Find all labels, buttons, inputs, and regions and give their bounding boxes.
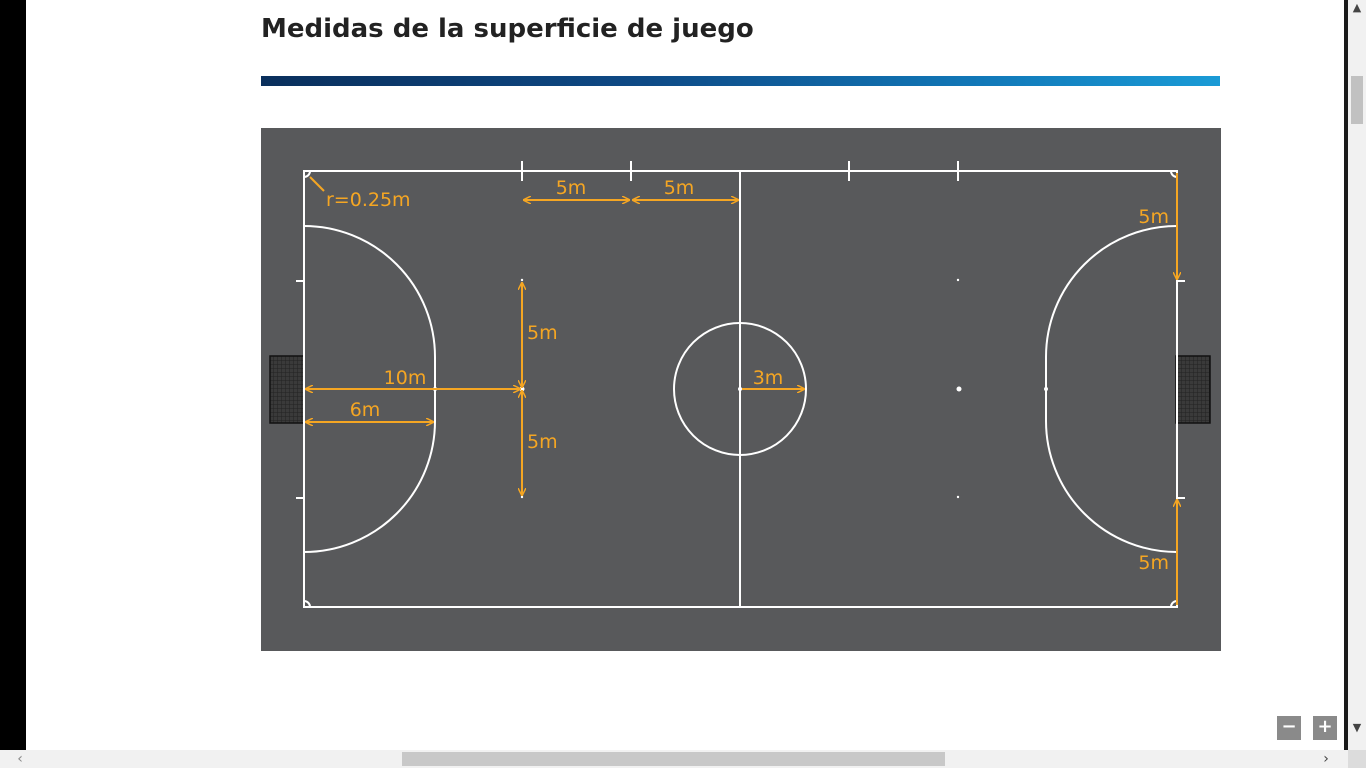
futsal-court-diagram: r=0.25m 5m 5m 5m 5m 10m 6m 3m 5m 5m — [261, 128, 1221, 651]
right-bottom-label: 5m — [1138, 552, 1169, 574]
left-second-penalty-mark — [519, 386, 525, 392]
scroll-down-icon[interactable]: ▼ — [1352, 721, 1362, 734]
right-window-edge — [1344, 0, 1348, 768]
left-distance-mark-bottom — [520, 495, 524, 499]
scroll-left-icon[interactable]: ‹ — [17, 751, 23, 767]
center-spot — [738, 387, 742, 391]
corner-arc-bottom-left — [303, 600, 311, 608]
penalty-mark-label: 6m — [350, 399, 381, 421]
corner-arc-top-left — [303, 170, 311, 178]
corner-radius-pointer — [309, 176, 325, 192]
sub-zone-1-label: 5m — [556, 177, 587, 199]
right-goal-net — [1175, 355, 1211, 424]
page-title: Medidas de la superficie de juego — [261, 14, 754, 44]
right-distance-mark-top — [956, 278, 960, 282]
second-penalty-label: 10m — [384, 367, 427, 389]
left-window-edge — [0, 0, 26, 768]
vertical-scrollbar[interactable]: ▲ ▼ — [1348, 0, 1366, 750]
zoom-out-button[interactable]: − — [1277, 716, 1301, 740]
court-svg: r=0.25m 5m 5m 5m 5m 10m 6m 3m 5m 5m — [269, 161, 1211, 608]
right-second-penalty-mark — [956, 386, 962, 392]
sub-zone-2-label: 5m — [664, 177, 695, 199]
vertical-scroll-thumb[interactable] — [1351, 76, 1363, 124]
horizontal-scrollbar[interactable]: ‹ › — [0, 750, 1348, 768]
scroll-right-icon[interactable]: › — [1323, 751, 1329, 767]
right-penalty-area — [1045, 225, 1178, 553]
center-radius-label: 3m — [753, 367, 784, 389]
right-top-label: 5m — [1138, 206, 1169, 228]
horizontal-scroll-thumb[interactable] — [402, 752, 945, 766]
penalty-top-label: 5m — [527, 322, 558, 344]
scroll-up-icon[interactable]: ▲ — [1352, 1, 1362, 14]
scrollbar-corner — [1348, 750, 1366, 768]
title-gradient-rule — [261, 76, 1220, 86]
left-distance-mark-top — [520, 278, 524, 282]
right-distance-mark-bottom — [956, 495, 960, 499]
penalty-bottom-label: 5m — [527, 431, 558, 453]
zoom-in-button[interactable]: + — [1313, 716, 1337, 740]
center-circle — [673, 322, 807, 456]
right-penalty-mark — [1044, 387, 1048, 391]
corner-radius-label: r=0.25m — [326, 189, 411, 211]
left-goal-net — [269, 355, 305, 424]
